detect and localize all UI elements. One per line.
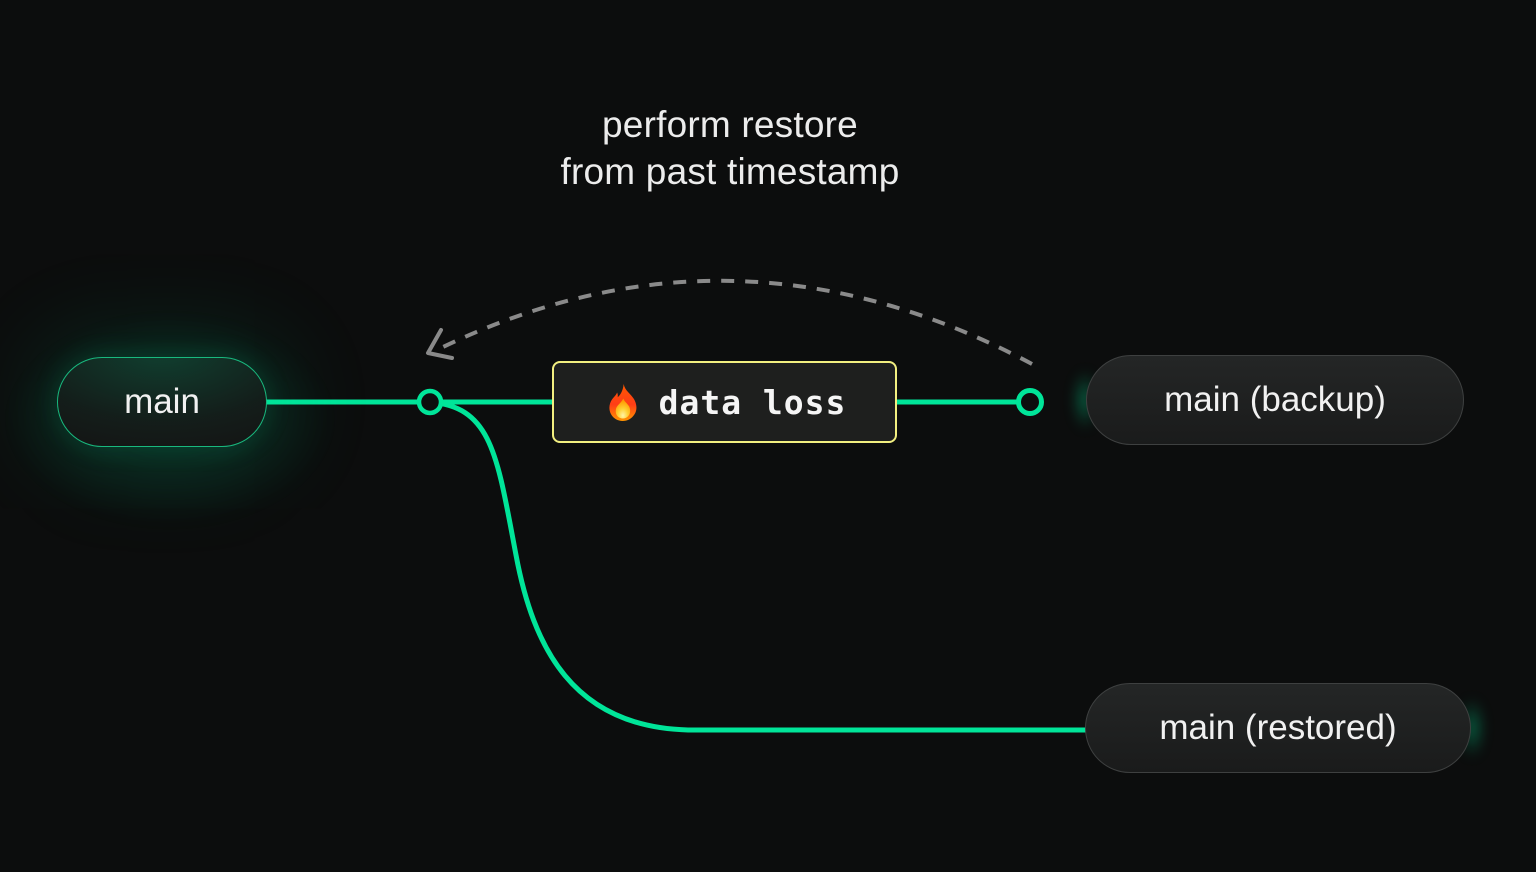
restore-caption-line2: from past timestamp (560, 151, 900, 192)
branch-pill-main: main (57, 357, 267, 447)
restore-caption-line1: perform restore (602, 104, 858, 145)
branch-pill-backup-label: main (backup) (1164, 380, 1386, 419)
data-loss-label: data loss (658, 382, 847, 422)
restore-arc-arrowhead (426, 328, 454, 360)
backup-point-node (1016, 388, 1044, 416)
branch-pill-main-label: main (124, 382, 200, 421)
restored-branch-line (427, 399, 1093, 733)
branch-point-node (416, 388, 444, 416)
fire-icon (608, 384, 637, 421)
branch-pill-restored: main (restored) (1085, 683, 1471, 773)
branch-pill-backup-wrap: main (backup) (1072, 355, 1464, 445)
restore-caption: perform restore from past timestamp (420, 101, 1040, 195)
branch-pill-restored-label: main (restored) (1159, 708, 1397, 747)
branch-pill-restored-wrap: main (restored) (1085, 683, 1485, 773)
data-loss-box: data loss (552, 361, 897, 443)
restore-arc-dashed (440, 278, 1033, 366)
branch-pill-backup: main (backup) (1086, 355, 1464, 445)
